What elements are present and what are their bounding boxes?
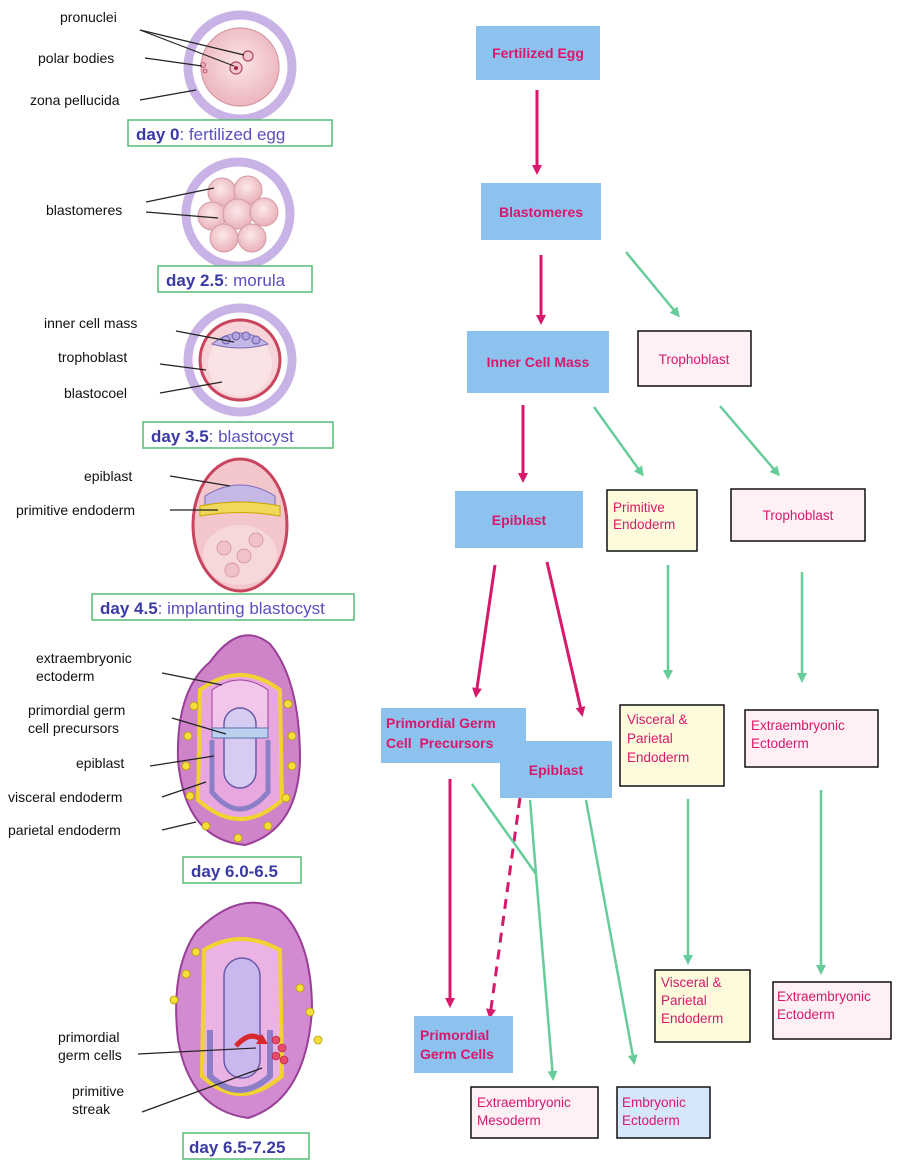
label-ectoderm: ectoderm bbox=[36, 668, 94, 684]
arrow-epiblast-to-epiblast bbox=[547, 562, 582, 714]
stage-implanting-blastocyst: epiblast primitive endoderm day 4.5: imp… bbox=[16, 459, 354, 620]
box-pgc-precursors-line1: Primordial Germ bbox=[386, 715, 496, 731]
box-pgc-precursors-line2: Cell Precursors bbox=[386, 735, 494, 751]
arrow-trophoblast-to-trophoblast bbox=[720, 406, 778, 474]
polar-body bbox=[201, 63, 206, 68]
box-extraembryonic-ectoderm-2-line1: Extraembryonic bbox=[777, 989, 871, 1004]
box-trophoblast-1: Trophoblast bbox=[638, 331, 751, 386]
label-primordial: primordial bbox=[58, 1029, 119, 1045]
box-extraembryonic-ectoderm-1: Extraembryonic Ectoderm bbox=[745, 710, 878, 767]
box-blastomeres-label: Blastomeres bbox=[499, 204, 583, 220]
label-pronuclei: pronuclei bbox=[60, 9, 117, 25]
caption-day-3-5: day 3.5: blastocyst bbox=[151, 427, 294, 446]
box-primitive-endoderm: Primitive Endoderm bbox=[607, 490, 697, 551]
box-epiblast-1: Epiblast bbox=[455, 491, 583, 548]
label-extraembryonic: extraembryonic bbox=[36, 650, 132, 666]
box-primitive-endoderm-line2: Endoderm bbox=[613, 517, 675, 532]
pgc-precursor-row bbox=[212, 728, 268, 738]
polar-body bbox=[203, 69, 207, 73]
box-visceral-parietal-1-line1: Visceral & bbox=[627, 712, 688, 727]
amniotic-cavity bbox=[224, 958, 260, 1078]
caption-day-6-0: day 6.0-6.5 bbox=[191, 862, 278, 881]
label-germ-cells: germ cells bbox=[58, 1047, 122, 1063]
box-visceral-parietal-2-line3: Endoderm bbox=[661, 1011, 723, 1026]
epiblast-cup bbox=[224, 708, 256, 788]
blastomere bbox=[210, 224, 238, 252]
arrow-epiblast-to-mesoderm-join bbox=[530, 800, 536, 874]
box-extraembryonic-ectoderm-1-line2: Ectoderm bbox=[751, 736, 809, 751]
stage-blastocyst: inner cell mass trophoblast blastocoel d… bbox=[44, 308, 333, 448]
stage-egg-cylinder: extraembryonic ectoderm primordial germ … bbox=[8, 635, 301, 883]
box-trophoblast-2: Trophoblast bbox=[731, 489, 865, 541]
box-trophoblast-2-label: Trophoblast bbox=[763, 508, 834, 523]
flow-boxes: Fertilized Egg Blastomeres Inner Cell Ma… bbox=[381, 26, 891, 1138]
box-extraembryonic-mesoderm-line2: Mesoderm bbox=[477, 1113, 541, 1128]
label-primordial-germ: primordial germ bbox=[28, 702, 125, 718]
stage-primitive-streak: primordial germ cells primitive streak d… bbox=[58, 903, 322, 1159]
label-streak: streak bbox=[72, 1101, 111, 1117]
box-visceral-parietal-1: Visceral & Parietal Endoderm bbox=[620, 705, 724, 786]
box-inner-cell-mass-label: Inner Cell Mass bbox=[487, 354, 590, 370]
caption-day-6-5: day 6.5-7.25 bbox=[189, 1138, 285, 1157]
box-primitive-endoderm-line1: Primitive bbox=[613, 500, 665, 515]
arrow-blastomeres-to-trophoblast bbox=[626, 252, 678, 315]
label-trophoblast: trophoblast bbox=[58, 349, 127, 365]
label-visceral-endoderm: visceral endoderm bbox=[8, 789, 122, 805]
box-visceral-parietal-2-line2: Parietal bbox=[661, 993, 707, 1008]
box-extraembryonic-ectoderm-1-line1: Extraembryonic bbox=[751, 718, 845, 733]
box-inner-cell-mass: Inner Cell Mass bbox=[467, 331, 609, 393]
box-blastomeres: Blastomeres bbox=[481, 183, 601, 240]
box-visceral-parietal-2-line1: Visceral & bbox=[661, 975, 722, 990]
box-embryonic-ectoderm: Embryonic Ectoderm bbox=[617, 1087, 710, 1138]
box-visceral-parietal-1-line3: Endoderm bbox=[627, 750, 689, 765]
box-primordial-germ-cells-line1: Primordial bbox=[420, 1027, 489, 1043]
box-embryonic-ectoderm-line1: Embryonic bbox=[622, 1095, 686, 1110]
caption-day-2-5: day 2.5: morula bbox=[166, 271, 286, 290]
box-extraembryonic-mesoderm-line1: Extraembryonic bbox=[477, 1095, 571, 1110]
arrow-epiblast-to-pgc-precursors bbox=[476, 565, 495, 695]
label-primitive: primitive bbox=[72, 1083, 124, 1099]
label-parietal-endoderm: parietal endoderm bbox=[8, 822, 121, 838]
box-extraembryonic-ectoderm-2: Extraembryonic Ectoderm bbox=[773, 982, 891, 1039]
caption-day-0: day 0: fertilized egg bbox=[136, 125, 285, 144]
arrow-icm-to-primitive-endoderm bbox=[594, 407, 642, 474]
box-epiblast-2: Epiblast bbox=[500, 741, 612, 798]
label-cell-precursors: cell precursors bbox=[28, 720, 119, 736]
blastomere bbox=[250, 198, 278, 226]
label-primitive-endoderm: primitive endoderm bbox=[16, 502, 135, 518]
box-extraembryonic-mesoderm: Extraembryonic Mesoderm bbox=[471, 1087, 598, 1138]
box-embryonic-ectoderm-line2: Ectoderm bbox=[622, 1113, 680, 1128]
box-epiblast-2-label: Epiblast bbox=[529, 762, 584, 778]
label-epiblast: epiblast bbox=[76, 755, 124, 771]
label-epiblast: epiblast bbox=[84, 468, 132, 484]
stage-morula: blastomeres day 2.5: morula bbox=[46, 162, 312, 292]
box-epiblast-1-label: Epiblast bbox=[492, 512, 547, 528]
label-blastocoel: blastocoel bbox=[64, 385, 127, 401]
caption-day-4-5: day 4.5: implanting blastocyst bbox=[100, 599, 325, 618]
box-fertilized-egg: Fertilized Egg bbox=[476, 26, 600, 80]
box-visceral-parietal-1-line2: Parietal bbox=[627, 731, 673, 746]
label-inner-cell-mass: inner cell mass bbox=[44, 315, 137, 331]
box-extraembryonic-ectoderm-2-line2: Ectoderm bbox=[777, 1007, 835, 1022]
box-primordial-germ-cells: Primordial Germ Cells bbox=[414, 1016, 513, 1073]
box-visceral-parietal-2: Visceral & Parietal Endoderm bbox=[655, 970, 750, 1042]
label-polar-bodies: polar bodies bbox=[38, 50, 114, 66]
blastomere bbox=[238, 224, 266, 252]
pronucleus bbox=[243, 51, 253, 61]
label-blastomeres: blastomeres bbox=[46, 202, 122, 218]
arrow-epiblast-to-embryonic-ectoderm bbox=[586, 800, 634, 1062]
label-zona-pellucida: zona pellucida bbox=[30, 92, 120, 108]
box-fertilized-egg-label: Fertilized Egg bbox=[492, 45, 584, 61]
stage-fertilized-egg: pronuclei polar bodies zona pellucida da… bbox=[30, 9, 332, 146]
box-trophoblast-1-label: Trophoblast bbox=[659, 352, 730, 367]
box-primordial-germ-cells-line2: Germ Cells bbox=[420, 1046, 494, 1062]
